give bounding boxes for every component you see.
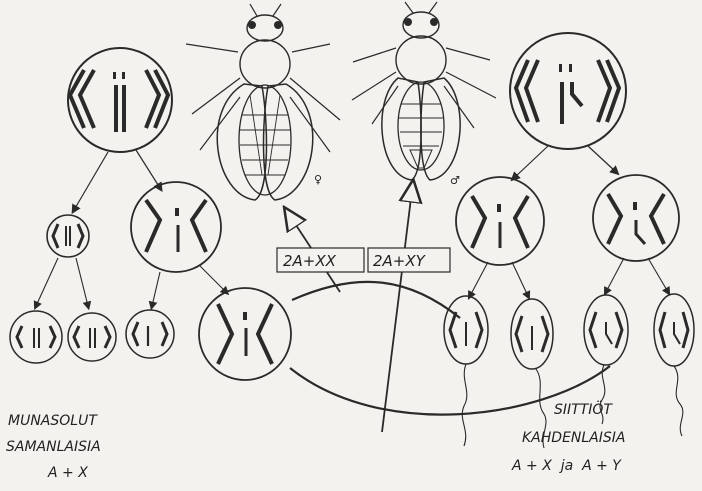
sperm-cell-y-2 bbox=[654, 294, 694, 436]
male-genotype-label: 2A+XY bbox=[373, 252, 427, 270]
male-parent-cell bbox=[510, 33, 626, 149]
polar-body-cell-3 bbox=[126, 310, 174, 358]
male-fly-illustration bbox=[352, 2, 496, 180]
eggs-caption-line3: A + X bbox=[47, 465, 88, 481]
sperm-cell-x-1 bbox=[444, 296, 488, 446]
eggs-caption-line1: MUNASOLUT bbox=[8, 413, 98, 429]
fertilization-curve-upper bbox=[292, 282, 460, 318]
female-meiosis1-small-cell bbox=[47, 215, 89, 257]
arrow-to-male bbox=[382, 190, 412, 432]
male-meiosis1-cell-x bbox=[456, 177, 544, 265]
sperm-caption-line2: KAHDENLAISIA bbox=[522, 430, 625, 446]
sperm-caption-line3: A + X ja A + Y bbox=[511, 458, 622, 474]
female-genotype-box: 2A+XX bbox=[277, 248, 364, 272]
eggs-caption-line2: SAMANLAISIA bbox=[6, 439, 101, 455]
sperm-cell-x-2 bbox=[511, 299, 553, 448]
polar-body-cell-1 bbox=[10, 311, 62, 363]
male-symbol: ♂ bbox=[450, 174, 460, 187]
female-genotype-label: 2A+XX bbox=[283, 252, 337, 270]
male-genotype-box: 2A+XY bbox=[368, 248, 450, 272]
sperm-caption: SIITTIÖT KAHDENLAISIA A + X ja A + Y bbox=[511, 400, 625, 474]
egg-cell bbox=[199, 288, 291, 380]
polar-body-cell-2 bbox=[68, 313, 116, 361]
female-parent-cell bbox=[68, 48, 172, 152]
sperm-caption-line1: SIITTIÖT bbox=[554, 400, 613, 418]
female-symbol: ♀ bbox=[314, 173, 322, 186]
female-meiosis1-large-cell bbox=[131, 182, 221, 272]
male-meiosis1-cell-y bbox=[593, 175, 679, 261]
female-fly-illustration bbox=[186, 4, 340, 200]
eggs-caption: MUNASOLUT SAMANLAISIA A + X bbox=[6, 413, 101, 481]
